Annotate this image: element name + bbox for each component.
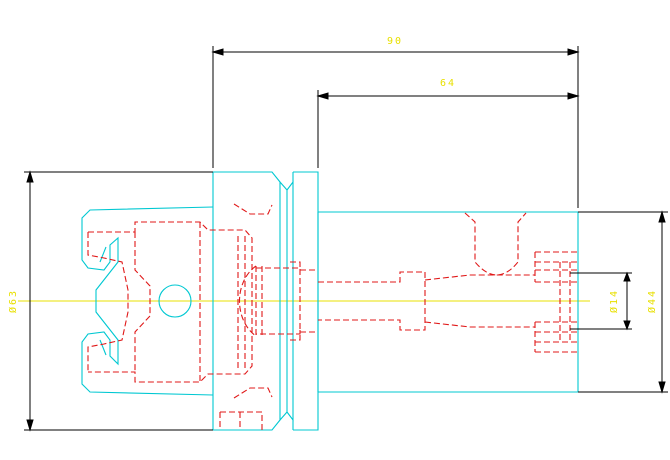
dimension-labels: 90 64 Ø63 Ø44 Ø14 — [7, 36, 658, 313]
dim-shank-length: 64 — [440, 78, 456, 89]
taper-head-outline — [81, 206, 214, 396]
inner-bore — [256, 261, 318, 341]
groove-outline — [279, 180, 294, 422]
clamp-hole — [158, 284, 192, 318]
tool-holder-outline — [81, 171, 579, 431]
dimension-lines — [24, 46, 668, 432]
dim-flange-diameter: Ø63 — [7, 289, 19, 313]
arc-cavity — [239, 265, 257, 337]
dim-body-diameter: Ø44 — [646, 289, 658, 313]
taper-interior — [88, 221, 253, 383]
shank-outline — [318, 211, 579, 393]
dim-bore-diameter: Ø14 — [608, 289, 620, 313]
hidden-lines — [87, 203, 578, 430]
dim-overall-length: 90 — [387, 36, 403, 47]
